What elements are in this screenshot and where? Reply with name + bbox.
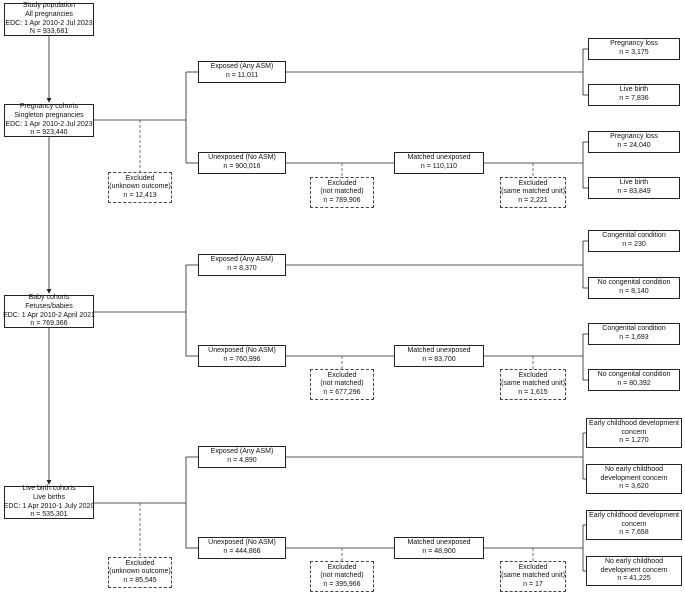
live-excluded-not-matched-box: Excluded(not matched)n = 395,966 (310, 561, 374, 592)
baby-exposed-box: Exposed (Any ASM)n = 8,370 (198, 254, 286, 276)
live-unexposed-box: Unexposed (No ASM)n = 444,866 (198, 537, 286, 559)
live-exposed-box: Exposed (Any ASM)n = 4,890 (198, 446, 286, 468)
baby-unexposed-box: Unexposed (No ASM)n = 760,996 (198, 345, 286, 367)
preg-exposed-box: Exposed (Any ASM)n = 11,011 (198, 61, 286, 83)
baby-excluded-same-unit-box: Excluded(same matched unit)n = 1,615 (500, 369, 566, 400)
live-excluded-unknown-outcome-box: Excluded(unknown outcome)n = 85,545 (108, 557, 172, 588)
preg-excluded-unknown-outcome-box: Excluded(unknown outcome)n = 12,413 (108, 172, 172, 203)
baby-excluded-not-matched-box: Excluded(not matched)n = 677,296 (310, 369, 374, 400)
preg-excluded-not-matched-box: Excluded(not matched)n = 789,906 (310, 177, 374, 208)
live-excluded-same-unit-box: Excluded(same matched unit)n = 17 (500, 561, 566, 592)
preg-unexposed-box: Unexposed (No ASM)n = 900,016 (198, 152, 286, 174)
preg-excluded-same-unit-box: Excluded(same matched unit)n = 2,221 (500, 177, 566, 208)
